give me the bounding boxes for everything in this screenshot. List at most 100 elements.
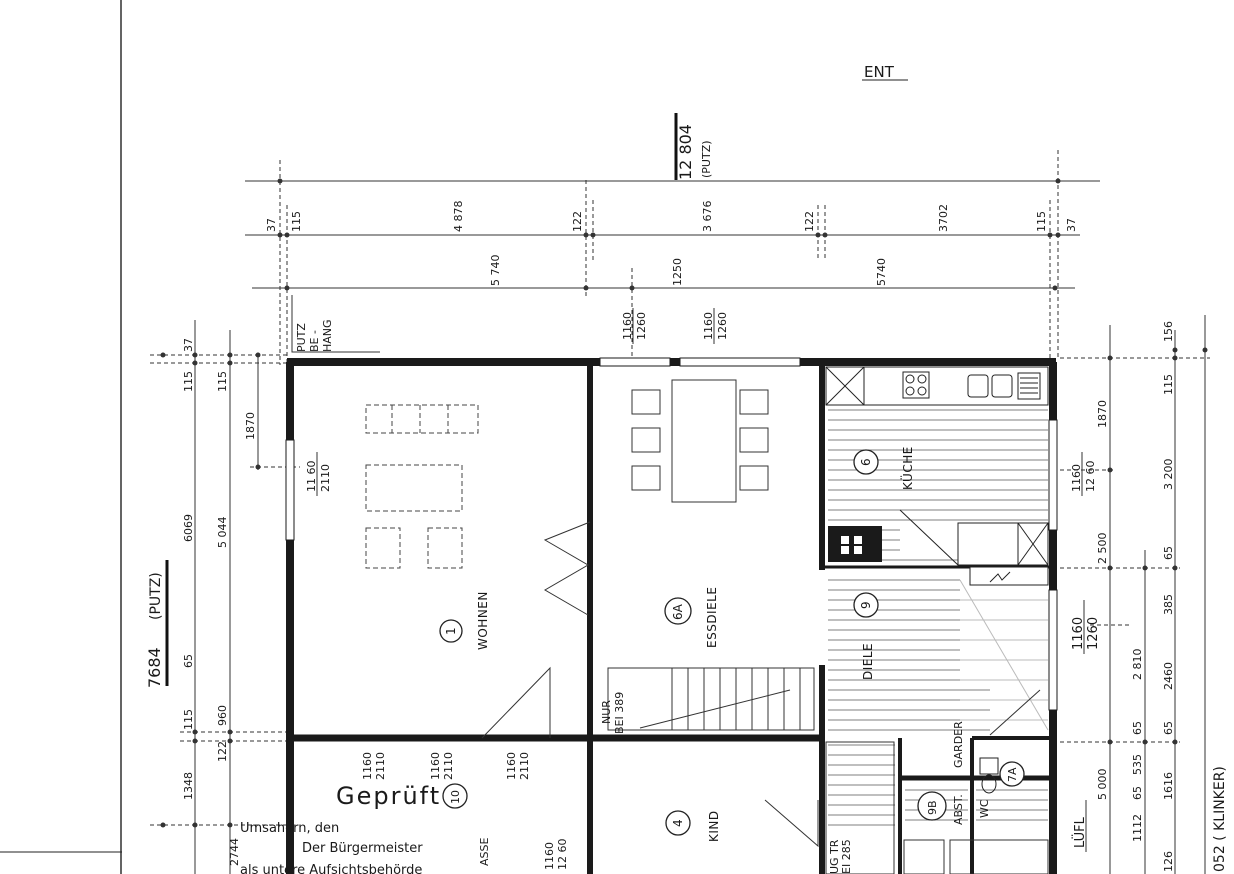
top-dim-3702: 3702 [937, 204, 950, 232]
top-dim-4878: 4 878 [452, 201, 465, 233]
room-7a-name: WC [978, 799, 991, 818]
approval-stamp: Geprüft [336, 782, 441, 810]
bottom-window-dim-4: 2110 [442, 752, 455, 780]
stair-basement [825, 741, 895, 874]
right-dim-5000: 5 000 [1096, 769, 1109, 801]
right-dim-65-c: 65 [1131, 721, 1144, 735]
top-dim-5740-left: 5 740 [489, 255, 502, 287]
room-1-number: 1 [444, 627, 458, 635]
door-swing-kind [764, 799, 819, 848]
left-dim-2744: 2744 [228, 838, 241, 866]
room-10-number: 10 [449, 790, 462, 804]
right-dim-126: 126 [1162, 851, 1175, 872]
putz-behang-1: PUTZ [295, 323, 308, 352]
top-dimension-chains [245, 150, 1100, 365]
toilet-icon [979, 757, 999, 794]
approval-line-1: Umsahorn, den [240, 821, 339, 836]
right-dim-2460: 2460 [1162, 662, 1175, 690]
left-dim-1348: 1348 [182, 772, 195, 800]
approval-line-2: Der Bürgermeister [302, 841, 423, 856]
vent-shaft-icon [969, 566, 1049, 586]
diele-hatching [828, 579, 990, 826]
luefl-label: LÜFL [1071, 816, 1088, 848]
approval-line-3: als untere Aufsichtsbehörde [240, 863, 422, 874]
right-dim-115: 115 [1162, 374, 1175, 395]
room-6-name: KÜCHE [899, 446, 915, 490]
header-label: ENT [864, 63, 895, 81]
room-1-marker [439, 619, 463, 643]
room-4-number: 4 [671, 819, 685, 827]
total-depth-note: (PUTZ) [148, 572, 164, 620]
top-dim-37-right: 37 [1065, 218, 1078, 232]
right-dim-65-d: 65 [1131, 786, 1144, 800]
bottom-window-dim-8: 12 60 [556, 839, 569, 871]
right-dim-1112: 1112 [1131, 814, 1144, 842]
left-dim-65: 65 [182, 654, 195, 668]
sink-icon [967, 372, 1041, 400]
right-dimension-chains [1060, 315, 1210, 874]
right-total-klinker: 052 ( KLINKER) [1212, 766, 1228, 872]
opening-dim-4: 1260 [716, 312, 729, 340]
treppe-label-2: EI 285 [840, 839, 853, 874]
interior-walls [287, 362, 1053, 874]
top-dim-115-right: 115 [1035, 211, 1048, 232]
room-6-number: 6 [859, 458, 873, 466]
left-dim-122: 122 [216, 741, 229, 762]
right-dim-2810: 2 810 [1131, 649, 1144, 681]
room-9-marker [853, 592, 879, 618]
nur-bei-label-1: NUR [600, 700, 613, 724]
bottom-window-dim-7: 1160 [543, 842, 556, 870]
top-dim-3676: 3 676 [701, 201, 714, 233]
stair-up [959, 579, 1049, 731]
bottom-cabinet-b [949, 839, 1049, 874]
room-6a-number: 6A [671, 603, 685, 620]
left-dim-37: 37 [182, 338, 195, 352]
room-7a-marker [999, 761, 1025, 787]
dining-table [671, 379, 737, 503]
opening-dim-3: 1160 [702, 312, 715, 340]
kitchen-lower-counter [899, 509, 1049, 566]
right-dim-65-a: 65 [1162, 546, 1175, 560]
wohnen-window-dim-1: 11 60 [305, 461, 318, 493]
kitchen-counter [825, 366, 1049, 406]
bottom-cabinet-a [903, 839, 945, 874]
folding-door [543, 521, 591, 616]
living-furniture [365, 404, 479, 569]
top-dimension-ticks [277, 178, 1061, 291]
right-dim-3200: 3 200 [1162, 459, 1175, 491]
left-dim-1870: 1870 [244, 412, 257, 440]
top-dim-122-b: 122 [803, 211, 816, 232]
room-9b-marker [917, 791, 947, 821]
right-dim-156: 156 [1162, 321, 1175, 342]
room-1-name: WOHNEN [476, 591, 490, 650]
left-dim-6069: 6069 [182, 514, 195, 542]
kueche-window-dim-1: 1160 [1070, 464, 1083, 492]
wohnen-window-dim-2: 2110 [319, 464, 332, 492]
right-dimension-ticks [1107, 347, 1208, 745]
diele-window-dim-1: 1160 [1071, 617, 1086, 650]
top-dim-37-left: 37 [265, 218, 278, 232]
top-dim-122-a: 122 [571, 211, 584, 232]
room-10-marker [442, 783, 468, 809]
bottom-window-dim-6: 2110 [518, 752, 531, 780]
total-width-value: 12 804 [676, 124, 695, 180]
room-6a-name: ESSDIELE [705, 587, 719, 648]
room-9-number: 9 [859, 601, 873, 609]
right-dim-1616: 1616 [1162, 772, 1175, 800]
opening-dim-2: 1260 [635, 312, 648, 340]
room-4-marker [665, 810, 691, 836]
bottom-window-dim-5: 1160 [505, 752, 518, 780]
stove-icon [902, 371, 930, 399]
bottom-window-dim-2: 2110 [374, 752, 387, 780]
room-9b-number: 9B [926, 800, 939, 815]
top-dim-115-left: 115 [290, 211, 303, 232]
dining-chairs [631, 389, 769, 491]
treppe-label-1: UG TR [828, 839, 841, 874]
room-9-name: DIELE [861, 643, 875, 680]
door-swing-wohnen [481, 666, 551, 739]
room-7a-number: 7A [1006, 767, 1019, 782]
total-width-note: (PUTZ) [700, 140, 713, 178]
right-dim-535: 535 [1131, 754, 1144, 775]
left-dim-5044: 5 044 [216, 517, 229, 549]
